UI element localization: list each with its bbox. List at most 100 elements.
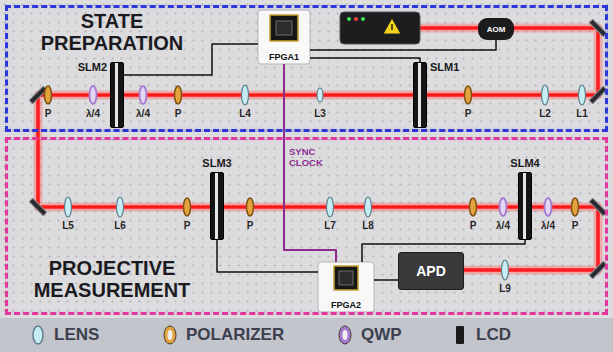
part-label: P xyxy=(45,108,52,120)
part-label: L3 xyxy=(314,108,326,120)
part-label: λ/4 xyxy=(86,108,100,120)
ring-hole xyxy=(343,330,348,340)
part-label: L6 xyxy=(114,220,126,232)
status-led xyxy=(354,17,358,21)
mirror-plate xyxy=(589,261,607,279)
lens xyxy=(542,85,549,105)
fpga-die xyxy=(339,271,353,285)
part-label: P xyxy=(175,108,182,120)
legend-sample xyxy=(33,326,43,344)
lcd-panel: SLM2 xyxy=(110,62,124,128)
component-name: SLM2 xyxy=(78,61,107,74)
legend-swatch xyxy=(450,324,470,346)
control-cable xyxy=(310,40,496,50)
legend-sample xyxy=(456,326,464,344)
modulator-box: AOM xyxy=(478,18,514,40)
part-label: L5 xyxy=(62,220,74,232)
part-label: L9 xyxy=(499,283,511,295)
part-label: λ/4 xyxy=(496,220,510,232)
lcd-panel: SLM1 xyxy=(413,62,427,128)
polarizer xyxy=(470,198,477,216)
component-name: AOM xyxy=(487,25,506,34)
legend-text: QWP xyxy=(361,325,402,345)
lcd-panel: SLM3 xyxy=(210,172,224,240)
control-cable xyxy=(374,279,398,281)
part-label: P xyxy=(470,220,477,232)
control-cable xyxy=(217,240,318,272)
laser-beam xyxy=(38,28,598,270)
lens xyxy=(242,85,249,105)
fpga-board xyxy=(318,262,374,312)
lcd-panel: SLM4 xyxy=(518,172,532,240)
legend-item: QWP xyxy=(335,321,402,349)
status-led xyxy=(347,17,351,21)
part-label: P xyxy=(465,108,472,120)
fpga-die xyxy=(276,21,292,35)
part-label: L8 xyxy=(362,220,374,232)
legend-swatch xyxy=(160,324,180,346)
quarter-wave-plate xyxy=(140,86,147,104)
laser-beam-glow xyxy=(38,28,598,270)
fpga-chip xyxy=(270,15,298,41)
legend-item: LENS xyxy=(28,321,99,349)
status-led xyxy=(361,17,365,21)
quarter-wave-plate xyxy=(90,86,97,104)
component-name: APD xyxy=(416,263,446,279)
fpga-box: FPGA1 xyxy=(258,10,310,64)
legend-bar xyxy=(0,318,613,352)
quarter-wave-plate xyxy=(500,198,507,216)
fpga-chip xyxy=(334,266,358,290)
mirror-plate xyxy=(589,198,607,216)
polarizer xyxy=(465,86,472,104)
part-label: λ/4 xyxy=(541,220,555,232)
polarizer xyxy=(247,198,254,216)
control-cable xyxy=(310,58,420,62)
laser-warning-mark xyxy=(391,24,393,30)
lens xyxy=(65,197,72,217)
component-name: FPGA2 xyxy=(331,300,361,310)
mirror xyxy=(589,19,607,37)
region-title: STATE PREPARATION xyxy=(22,11,202,54)
part-label: L2 xyxy=(539,108,551,120)
detector-box: APD xyxy=(398,252,464,290)
legend-swatch xyxy=(28,324,48,346)
laser-warning-sign xyxy=(383,18,401,34)
mirror xyxy=(589,261,607,279)
lens xyxy=(317,88,323,102)
part-label: P xyxy=(247,220,254,232)
ring-hole xyxy=(168,330,173,340)
polarizer xyxy=(45,86,52,104)
polarizer xyxy=(175,86,182,104)
signal-label: SYNC CLOCK xyxy=(289,146,333,168)
polarizer xyxy=(572,198,579,216)
fpga-box: FPGA2 xyxy=(318,262,374,312)
part-label: P xyxy=(184,220,191,232)
component-name: FPGA1 xyxy=(269,52,299,62)
part-label: L1 xyxy=(576,108,588,120)
table-holes xyxy=(0,0,613,318)
legend-sample xyxy=(339,326,351,344)
fpga-board xyxy=(258,10,310,64)
component-name: SLM1 xyxy=(430,61,459,74)
laser-source xyxy=(340,12,420,44)
legend-text: LCD xyxy=(476,325,511,345)
region-title: PROJECTIVE MEASUREMENT xyxy=(22,258,202,301)
lens xyxy=(117,197,124,217)
component-name: SLM4 xyxy=(510,157,539,170)
part-label: λ/4 xyxy=(136,108,150,120)
mirror-plate xyxy=(29,198,47,216)
lens xyxy=(365,197,372,217)
part-label: L7 xyxy=(324,220,336,232)
legend-text: LENS xyxy=(54,325,99,345)
legend-sample xyxy=(164,326,176,344)
legend-item: LCD xyxy=(450,321,511,349)
lens xyxy=(327,197,334,217)
mirror xyxy=(589,86,607,104)
part-label: L4 xyxy=(239,108,251,120)
mirror xyxy=(589,198,607,216)
component-name: SLM3 xyxy=(202,157,231,170)
mirror-plate xyxy=(589,86,607,104)
